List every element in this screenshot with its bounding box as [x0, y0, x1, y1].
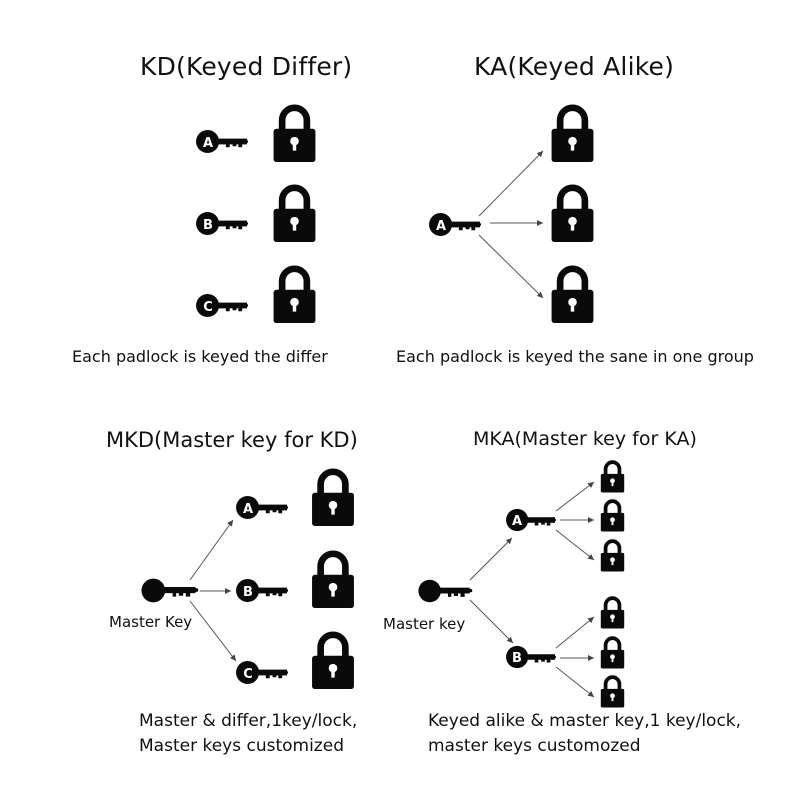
padlock-icon [312, 635, 354, 689]
key-a-letter: A [243, 502, 253, 517]
key-a-letter: A [203, 136, 213, 151]
key-b-letter: B [203, 218, 213, 233]
key-c-letter: C [203, 300, 213, 315]
arrow [189, 600, 237, 662]
arrow [478, 234, 544, 299]
ka-caption: Each padlock is keyed the sane in one gr… [396, 347, 754, 366]
ka-title: KA(Keyed Alike) [474, 52, 675, 81]
ka-panel: A [429, 108, 593, 323]
mkd-caption-line-2: Master keys customized [139, 736, 344, 756]
mkd-master-key-label: Master Key [109, 613, 193, 631]
master-key-icon [418, 579, 473, 603]
padlock-icon [601, 501, 624, 531]
padlock-icon [312, 554, 354, 608]
arrow [469, 537, 513, 581]
mkd-caption: Master & differ,1key/lock, Master keys c… [139, 709, 357, 759]
kd-row-a: A [196, 108, 315, 162]
kd-title: KD(Keyed Differ) [140, 52, 353, 81]
mka-title: MKA(Master key for KA) [473, 428, 697, 450]
kd-caption: Each padlock is keyed the differ [72, 347, 328, 366]
arrow [189, 519, 234, 581]
mkd-caption-line-1: Master & differ,1key/lock, [139, 711, 358, 731]
arrow [469, 599, 514, 644]
kd-row-b: B [196, 188, 315, 242]
key-b-letter: B [243, 585, 253, 600]
key-c-letter: C [243, 667, 253, 682]
arrow [555, 666, 595, 698]
master-key-icon [141, 578, 199, 603]
arrow [555, 529, 595, 561]
key-a-letter: A [436, 219, 446, 234]
padlock-icon [552, 188, 594, 242]
mka-panel: A B [418, 462, 624, 707]
mka-caption-line-1: Keyed alike & master key,1 key/lock, [428, 711, 742, 731]
padlock-icon [552, 108, 594, 162]
padlock-icon [274, 269, 316, 323]
arrow [478, 150, 544, 217]
kd-panel: A B C [196, 108, 315, 323]
mka-caption-line-2: master keys customozed [428, 736, 641, 756]
arrow [555, 616, 595, 649]
kd-row-c: C [196, 269, 315, 323]
padlock-icon [601, 598, 624, 628]
padlock-icon [601, 541, 624, 571]
key-a-letter: A [512, 514, 522, 529]
key-b-letter: B [512, 651, 522, 666]
padlock-icon [274, 108, 316, 162]
padlock-icon [601, 462, 624, 492]
mkd-panel: A B C [141, 472, 353, 689]
padlock-icon [312, 472, 354, 526]
mka-master-key-label: Master key [383, 615, 466, 633]
padlock-icon [601, 638, 624, 668]
padlock-icon [274, 188, 316, 242]
mkd-title: MKD(Master key for KD) [106, 428, 358, 452]
padlock-icon [601, 677, 624, 707]
padlock-icon [552, 269, 594, 323]
arrow [555, 481, 595, 512]
mka-caption: Keyed alike & master key,1 key/lock, mas… [428, 709, 741, 759]
